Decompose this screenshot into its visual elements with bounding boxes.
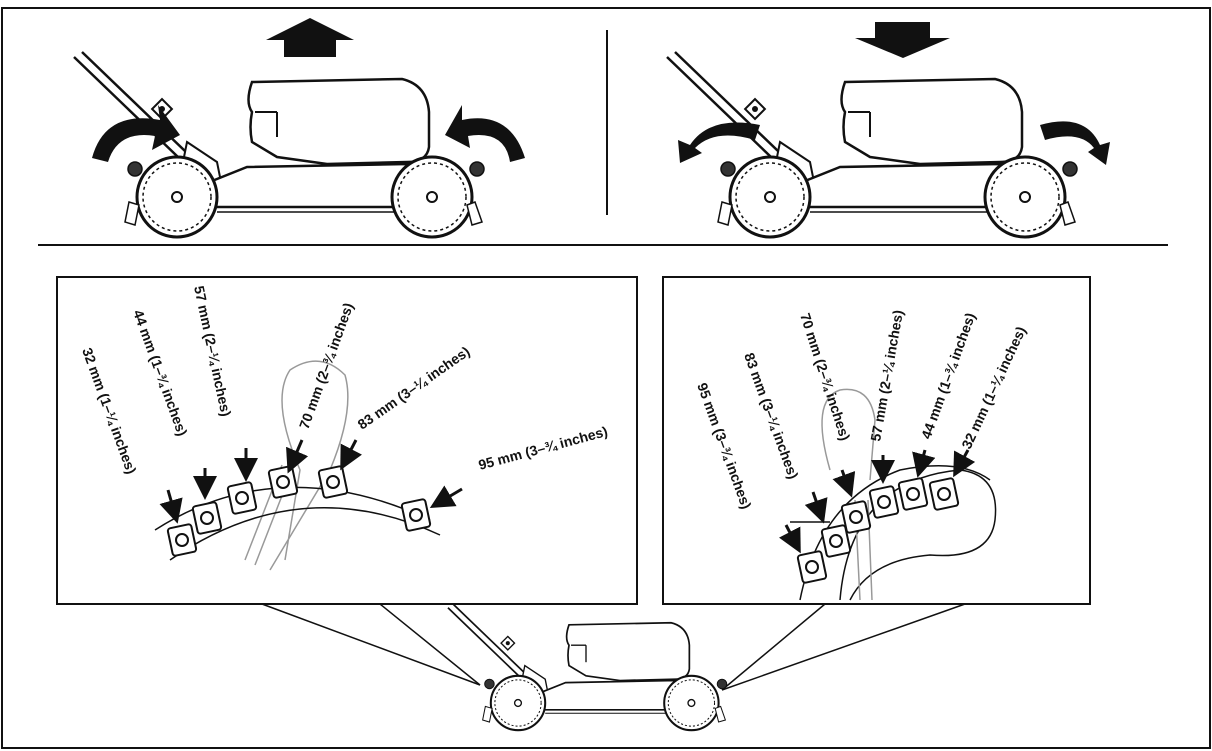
right-detail-panel: 95 mm (3–¾ inches)83 mm (3–¼ inches)70 m… [662,276,1091,605]
outer-frame [1,7,1211,749]
lower-slot-5 [928,477,960,511]
callout-line [379,603,481,686]
curved-arrow-icon [678,122,760,163]
raise-slot-5 [400,498,432,532]
raise-view [72,18,525,239]
lower-view [665,22,1110,239]
lower-slot-3 [868,485,900,519]
curved-arrow-icon [92,105,180,162]
curved-arrow-icon [1040,121,1110,165]
lower-pointer-arrow-2 [832,469,856,498]
raise-slot-0 [166,523,198,557]
callout-line [721,603,826,691]
callout-line [261,603,481,686]
up-arrow-icon [266,18,354,57]
lower-pointer-arrow-4 [912,449,936,478]
raise-slot-1 [191,501,223,535]
mower-bottom-view [446,603,728,732]
lower-slot-4 [897,477,929,511]
lower-slot-1 [820,524,852,558]
lower-slot-2 [840,500,872,534]
callout-line [721,603,966,691]
raise-pointer-arrow-5 [429,485,463,509]
lower-pointer-arrow-1 [804,491,828,524]
raise-pointer-arrow-3 [286,439,309,474]
raise-slot-4 [317,465,349,499]
lower-pointer-arrow-0 [779,524,801,554]
raise-slot-2 [226,481,258,515]
mower-side-view [72,50,486,239]
left-detail-panel: 32 mm (1–¼ inches)44 mm (1–¾ inches)57 m… [56,276,638,605]
mower-side-view [665,50,1079,239]
raise-pointer-arrow-0 [159,489,183,524]
curved-arrow-icon [445,105,525,162]
down-arrow-icon [855,22,950,58]
raise-slot-3 [267,465,299,499]
raise-pointer-arrow-4 [340,439,362,471]
lower-pointer-arrow-5 [953,449,976,478]
lower-slot-0 [796,550,828,584]
